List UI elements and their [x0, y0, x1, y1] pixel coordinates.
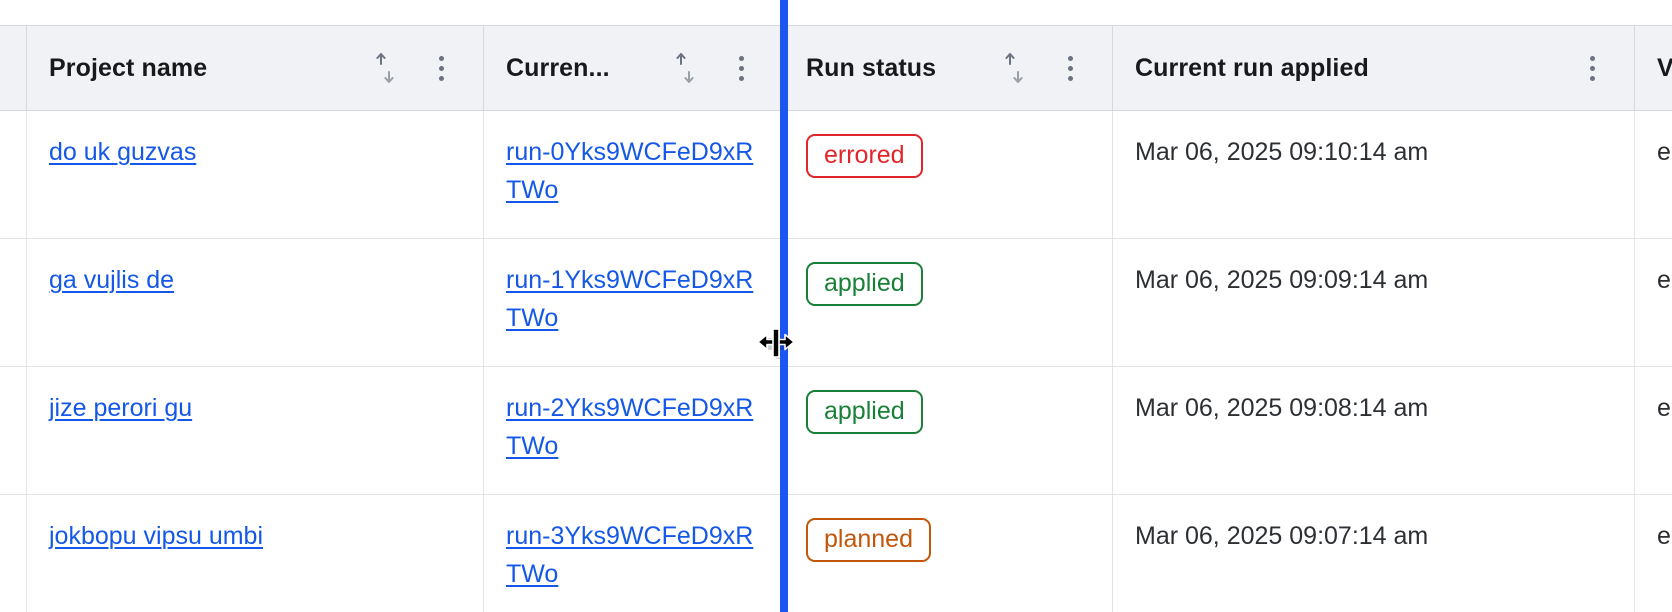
column-header-label-run-status: Run status [806, 53, 937, 82]
column-header-current-run[interactable]: Curren... [484, 25, 784, 111]
kebab-menu-icon[interactable] [721, 44, 761, 92]
cell-project-name: jize perori gu [27, 367, 484, 495]
project-name-link[interactable]: do uk guzvas [49, 138, 197, 166]
cell-run-status: applied [784, 367, 1113, 495]
sort-arrows-icon[interactable] [665, 44, 705, 92]
status-badge: errored [806, 134, 923, 178]
cell-run-status: planned [784, 495, 1113, 612]
cell-current-run-applied: Mar 06, 2025 09:08:14 am [1113, 367, 1635, 495]
project-name-link[interactable]: jize perori gu [49, 394, 193, 422]
cell-project-name: jokbopu vipsu umbi [27, 495, 484, 612]
cell-current-run: run-1Yks9WCFeD9xRTWo [484, 239, 784, 367]
applied-timestamp: Mar 06, 2025 09:08:14 am [1135, 394, 1429, 422]
cell-current-run-applied: Mar 06, 2025 09:10:14 am [1113, 111, 1635, 239]
cell-current-run: run-2Yks9WCFeD9xRTWo [484, 367, 784, 495]
vcs-repo-value: e [1657, 394, 1671, 422]
cell-run-status: errored [784, 111, 1113, 239]
cell-current-run-applied: Mar 06, 2025 09:07:14 am [1113, 495, 1635, 612]
kebab-menu-icon[interactable] [421, 44, 461, 92]
table-row[interactable]: do uk guzvas run-0Yks9WCFeD9xRTWo errore… [0, 111, 1672, 239]
cell-vcs-repo: e [1635, 111, 1672, 239]
status-badge: applied [806, 390, 923, 434]
applied-timestamp: Mar 06, 2025 09:09:14 am [1135, 266, 1429, 294]
project-name-link[interactable]: ga vujlis de [49, 266, 175, 294]
current-run-link[interactable]: run-0Yks9WCFeD9xRTWo [506, 138, 754, 204]
row-select-cell[interactable] [0, 495, 27, 612]
cell-current-run: run-0Yks9WCFeD9xRTWo [484, 111, 784, 239]
header-row: Project name [0, 25, 1672, 111]
table-body: do uk guzvas run-0Yks9WCFeD9xRTWo errore… [0, 111, 1672, 612]
table-header: Project name [0, 25, 1672, 111]
vcs-repo-value: e [1657, 138, 1671, 166]
project-name-link[interactable]: jokbopu vipsu umbi [49, 522, 264, 550]
status-badge: planned [806, 518, 931, 562]
cell-project-name: do uk guzvas [27, 111, 484, 239]
vcs-repo-value: e [1657, 266, 1671, 294]
column-header-select[interactable] [0, 25, 27, 111]
current-run-link[interactable]: run-2Yks9WCFeD9xRTWo [506, 394, 754, 460]
cell-run-status: applied [784, 239, 1113, 367]
cell-current-run-applied: Mar 06, 2025 09:09:14 am [1113, 239, 1635, 367]
kebab-menu-icon[interactable] [1572, 44, 1612, 92]
column-header-project-name[interactable]: Project name [27, 25, 484, 111]
column-header-label-current-run-applied: Current run applied [1135, 53, 1369, 82]
cell-project-name: ga vujlis de [27, 239, 484, 367]
current-run-link[interactable]: run-1Yks9WCFeD9xRTWo [506, 266, 754, 332]
column-header-run-status[interactable]: Run status [784, 25, 1113, 111]
kebab-menu-icon[interactable] [1050, 44, 1090, 92]
cell-vcs-repo: e [1635, 367, 1672, 495]
sort-arrows-icon[interactable] [994, 44, 1034, 92]
applied-timestamp: Mar 06, 2025 09:07:14 am [1135, 522, 1429, 550]
row-select-cell[interactable] [0, 239, 27, 367]
table-row[interactable]: jize perori gu run-2Yks9WCFeD9xRTWo appl… [0, 367, 1672, 495]
current-run-link[interactable]: run-3Yks9WCFeD9xRTWo [506, 522, 754, 588]
row-select-cell[interactable] [0, 367, 27, 495]
column-header-label-project-name: Project name [49, 53, 208, 82]
sort-arrows-icon[interactable] [365, 44, 405, 92]
column-header-vcs-repo[interactable]: V [1635, 25, 1672, 111]
status-badge: applied [806, 262, 923, 306]
applied-timestamp: Mar 06, 2025 09:10:14 am [1135, 138, 1429, 166]
column-header-label-vcs-repo: V [1657, 54, 1672, 83]
table-row[interactable]: jokbopu vipsu umbi run-3Yks9WCFeD9xRTWo … [0, 495, 1672, 612]
column-header-label-current-run: Curren... [506, 53, 610, 82]
row-select-cell[interactable] [0, 111, 27, 239]
cell-vcs-repo: e [1635, 495, 1672, 612]
vcs-repo-value: e [1657, 522, 1671, 550]
column-header-current-run-applied[interactable]: Current run applied [1113, 25, 1635, 111]
projects-table: Project name [0, 25, 1672, 612]
cell-vcs-repo: e [1635, 239, 1672, 367]
table-row[interactable]: ga vujlis de run-1Yks9WCFeD9xRTWo applie… [0, 239, 1672, 367]
cell-current-run: run-3Yks9WCFeD9xRTWo [484, 495, 784, 612]
projects-table-scroll-area[interactable]: Project name [0, 25, 1672, 612]
